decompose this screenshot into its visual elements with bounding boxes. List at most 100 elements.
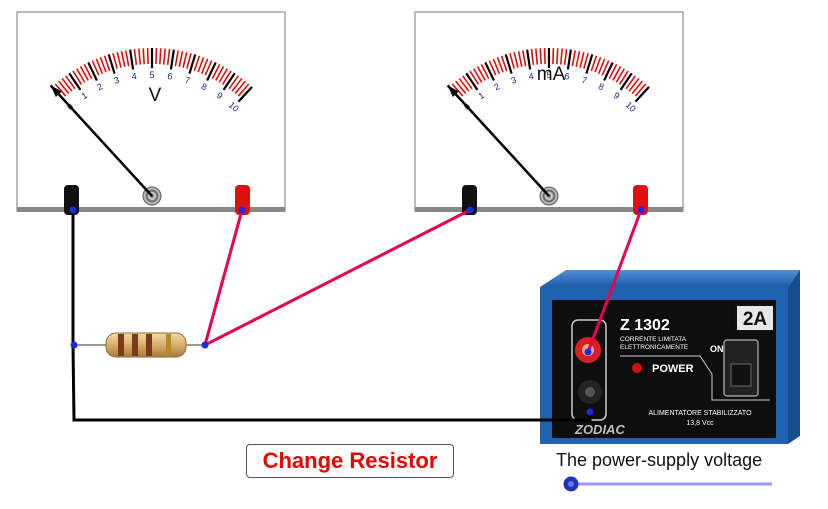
voltmeter-tick	[83, 64, 93, 79]
voltmeter-tick	[169, 49, 175, 70]
voltmeter-tick	[95, 58, 104, 74]
change-resistor-button[interactable]: Change Resistor	[246, 444, 454, 478]
voltmeter-tick	[162, 48, 166, 65]
voltmeter-tick	[178, 51, 184, 68]
ammeter-tick	[535, 48, 539, 65]
voltmeter-scale-label: 5	[149, 70, 154, 80]
voltmeter-tick	[112, 53, 118, 69]
ammeter-tick	[631, 80, 643, 95]
ammeter-tick	[476, 66, 486, 81]
ammeter-scale-label: 6	[564, 71, 570, 82]
voltmeter-tick	[142, 48, 145, 65]
power-led	[632, 363, 642, 373]
supply-bottom-line2: 13,8 Vcc	[686, 420, 714, 427]
voltmeter-scale-label: 6	[167, 71, 173, 82]
black-wire-voltmeter	[71, 208, 592, 422]
red-wire-voltmeter	[203, 209, 244, 346]
current-rating-label: 2A	[743, 309, 768, 330]
ammeter-tick	[559, 48, 563, 65]
resistor[interactable]	[74, 332, 205, 358]
voltmeter-tick	[129, 49, 135, 70]
resistor-band-3	[146, 334, 152, 356]
ammeter-tick	[492, 58, 501, 74]
voltmeter-tick	[99, 57, 107, 73]
brand-logo: ZODIAC	[574, 422, 625, 437]
ammeter-tick	[597, 58, 606, 74]
ammeter-tick	[500, 55, 508, 72]
red-wire-ammeter-red	[586, 209, 643, 353]
voltmeter-tick	[133, 48, 138, 66]
ammeter-tick	[539, 48, 542, 65]
ammeter-tick	[455, 80, 467, 95]
ammeter-tick	[625, 75, 637, 90]
ammeter-tick	[480, 64, 490, 79]
ammeter-scale-label: 4	[528, 71, 534, 82]
voltmeter-scale-label: 8	[200, 81, 209, 92]
supply-line1: CORRENTE LIMITATA	[620, 336, 687, 343]
ammeter-tick	[608, 64, 618, 79]
voltmeter-red-terminal[interactable]	[235, 185, 250, 215]
ammeter-tick	[458, 77, 470, 92]
voltmeter-tick	[68, 72, 82, 91]
ammeter-black-terminal[interactable]	[462, 185, 477, 215]
voltmeter-tick	[182, 51, 188, 68]
model-label: Z 1302	[620, 317, 670, 334]
voltmeter-tick	[72, 70, 83, 85]
on-label: ON	[710, 344, 724, 354]
ammeter-scale-label: 7	[581, 75, 589, 86]
voltmeter-tick	[228, 75, 240, 90]
voltmeter-tick	[234, 80, 246, 95]
slider-knob-highlight	[568, 481, 574, 487]
voltmeter-tick	[61, 77, 73, 92]
supply-bottom-line1: ALIMENTATORE STABILIZZATO	[648, 410, 752, 417]
ammeter-scale-label: 2	[492, 81, 501, 92]
ammeter-tick	[585, 54, 594, 74]
ammeter-tick	[619, 72, 633, 91]
voltmeter-scale-label: 4	[131, 71, 137, 82]
voltmeter-tick	[215, 66, 225, 81]
voltmeter-tick	[186, 53, 192, 69]
voltmeter-tick	[166, 48, 171, 66]
ammeter-tick	[603, 61, 614, 81]
resistor-band-2	[132, 334, 138, 356]
ammeter-tick	[472, 68, 483, 83]
resistor-band-4	[166, 334, 171, 356]
voltmeter-tick	[91, 60, 100, 76]
ammeter-scale-label: 8	[597, 81, 606, 92]
voltmeter-tick	[138, 48, 142, 65]
ammeter-scale-label: 1	[476, 90, 486, 101]
ammeter-tick	[594, 57, 602, 73]
ammeter: 012345678910 mA	[414, 11, 684, 215]
ammeter-tick	[583, 53, 589, 69]
voltmeter-tick	[107, 54, 116, 74]
ammeter-tick	[504, 54, 513, 74]
voltmeter-tick	[237, 86, 253, 103]
ammeter-tick	[530, 48, 535, 66]
voltmeter-tick	[188, 54, 197, 74]
ammeter-tick	[517, 51, 523, 68]
voltmeter-tick	[204, 60, 213, 76]
ammeter-tick	[628, 77, 640, 92]
voltmeter-tick	[125, 50, 130, 67]
ammeter-red-terminal[interactable]	[633, 185, 648, 215]
ammeter-tick	[509, 53, 515, 69]
ammeter-tick	[496, 57, 504, 73]
voltmeter-needle-tip	[50, 85, 62, 97]
ammeter-tick	[484, 61, 495, 81]
voltmeter-unit-label: V	[149, 85, 162, 106]
ammeter-scale: 012345678910	[448, 48, 650, 114]
ammeter-tick	[563, 48, 568, 66]
voltmeter-tick	[58, 80, 70, 95]
power-label: POWER	[652, 363, 694, 375]
ammeter-tick	[590, 55, 598, 72]
ammeter-body	[414, 11, 684, 212]
ammeter-scale-label: 10	[624, 100, 638, 114]
voltmeter-tick	[231, 77, 243, 92]
voltmeter-tick	[120, 51, 126, 68]
voltmeter-tick	[193, 55, 201, 72]
voltmeter-tick	[174, 50, 179, 67]
voltmeter-scale: 012345678910	[51, 48, 253, 114]
ammeter-tick	[513, 51, 519, 68]
voltage-slider[interactable]	[563, 476, 773, 492]
voltmeter-tick	[221, 70, 232, 85]
